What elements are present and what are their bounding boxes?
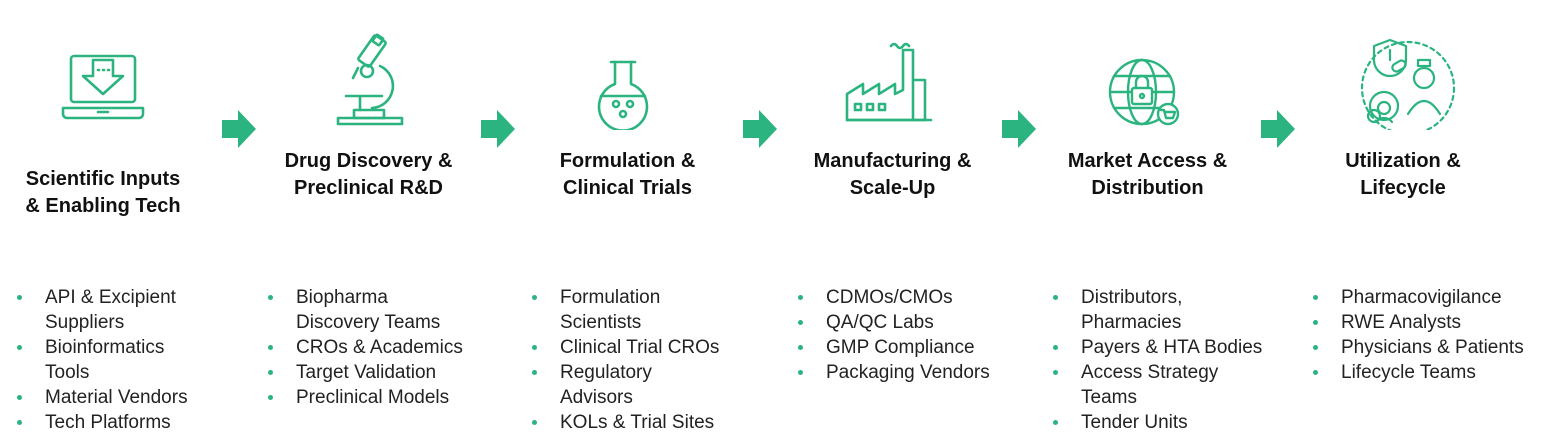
stage-item-list: Distributors, Pharmacies Payers & HTA Bo… xyxy=(1052,285,1262,435)
list-item: Target Validation xyxy=(267,360,463,385)
list-item: Regulatory Advisors xyxy=(531,360,719,410)
list-item: Lifecycle Teams xyxy=(1312,360,1524,385)
physician-patient-icon xyxy=(1356,30,1456,130)
list-item: Clinical Trial CROs xyxy=(531,335,719,360)
stage-item-list: Pharmacovigilance RWE Analysts Physician… xyxy=(1312,285,1524,385)
flask-icon xyxy=(573,30,673,130)
list-item: Packaging Vendors xyxy=(797,360,990,385)
stage-title: Manufacturing & Scale-Up xyxy=(813,150,972,199)
arrow-right-icon xyxy=(1261,110,1295,148)
list-item: API & Excipient Suppliers xyxy=(16,285,188,335)
list-item: Biopharma Discovery Teams xyxy=(267,285,463,335)
list-item: Pharmacovigilance xyxy=(1312,285,1524,310)
stage-item-list: Biopharma Discovery Teams CROs & Academi… xyxy=(267,285,463,410)
stage-title: Formulation & Clinical Trials xyxy=(559,150,696,199)
list-item: Physicians & Patients xyxy=(1312,335,1524,360)
stage-title: Market Access & Distribution xyxy=(1067,150,1228,199)
list-item: Formulation Scientists xyxy=(531,285,719,335)
list-item: Tender Units xyxy=(1052,410,1262,435)
stage-item-list: Formulation Scientists Clinical Trial CR… xyxy=(531,285,719,435)
list-item: Payers & HTA Bodies xyxy=(1052,335,1262,360)
list-item: GMP Compliance xyxy=(797,335,990,360)
list-item: Distributors, Pharmacies xyxy=(1052,285,1262,335)
stage-item-list: API & Excipient Suppliers Bioinformatics… xyxy=(16,285,188,435)
stage-title: Scientific Inputs & Enabling Tech xyxy=(25,168,181,217)
arrow-right-icon xyxy=(222,110,256,148)
arrow-right-icon xyxy=(1002,110,1036,148)
list-item: RWE Analysts xyxy=(1312,310,1524,335)
arrow-right-icon xyxy=(481,110,515,148)
factory-icon xyxy=(839,30,939,130)
arrow-right-icon xyxy=(743,110,777,148)
list-item: Preclinical Models xyxy=(267,385,463,410)
laptop-download-icon xyxy=(53,30,153,130)
list-item: KOLs & Trial Sites xyxy=(531,410,719,435)
globe-lock-cart-icon xyxy=(1094,30,1194,130)
list-item: Access Strategy Teams xyxy=(1052,360,1262,410)
list-item: Bioinformatics Tools xyxy=(16,335,188,385)
list-item: CROs & Academics xyxy=(267,335,463,360)
microscope-icon xyxy=(320,30,420,130)
list-item: Tech Platforms xyxy=(16,410,188,435)
list-item: QA/QC Labs xyxy=(797,310,990,335)
stage-title: Drug Discovery & Preclinical R&D xyxy=(284,150,453,199)
list-item: Material Vendors xyxy=(16,385,188,410)
stage-item-list: CDMOs/CMOs QA/QC Labs GMP Compliance Pac… xyxy=(797,285,990,385)
list-item: CDMOs/CMOs xyxy=(797,285,990,310)
stage-title: Utilization & Lifecycle xyxy=(1345,150,1461,199)
